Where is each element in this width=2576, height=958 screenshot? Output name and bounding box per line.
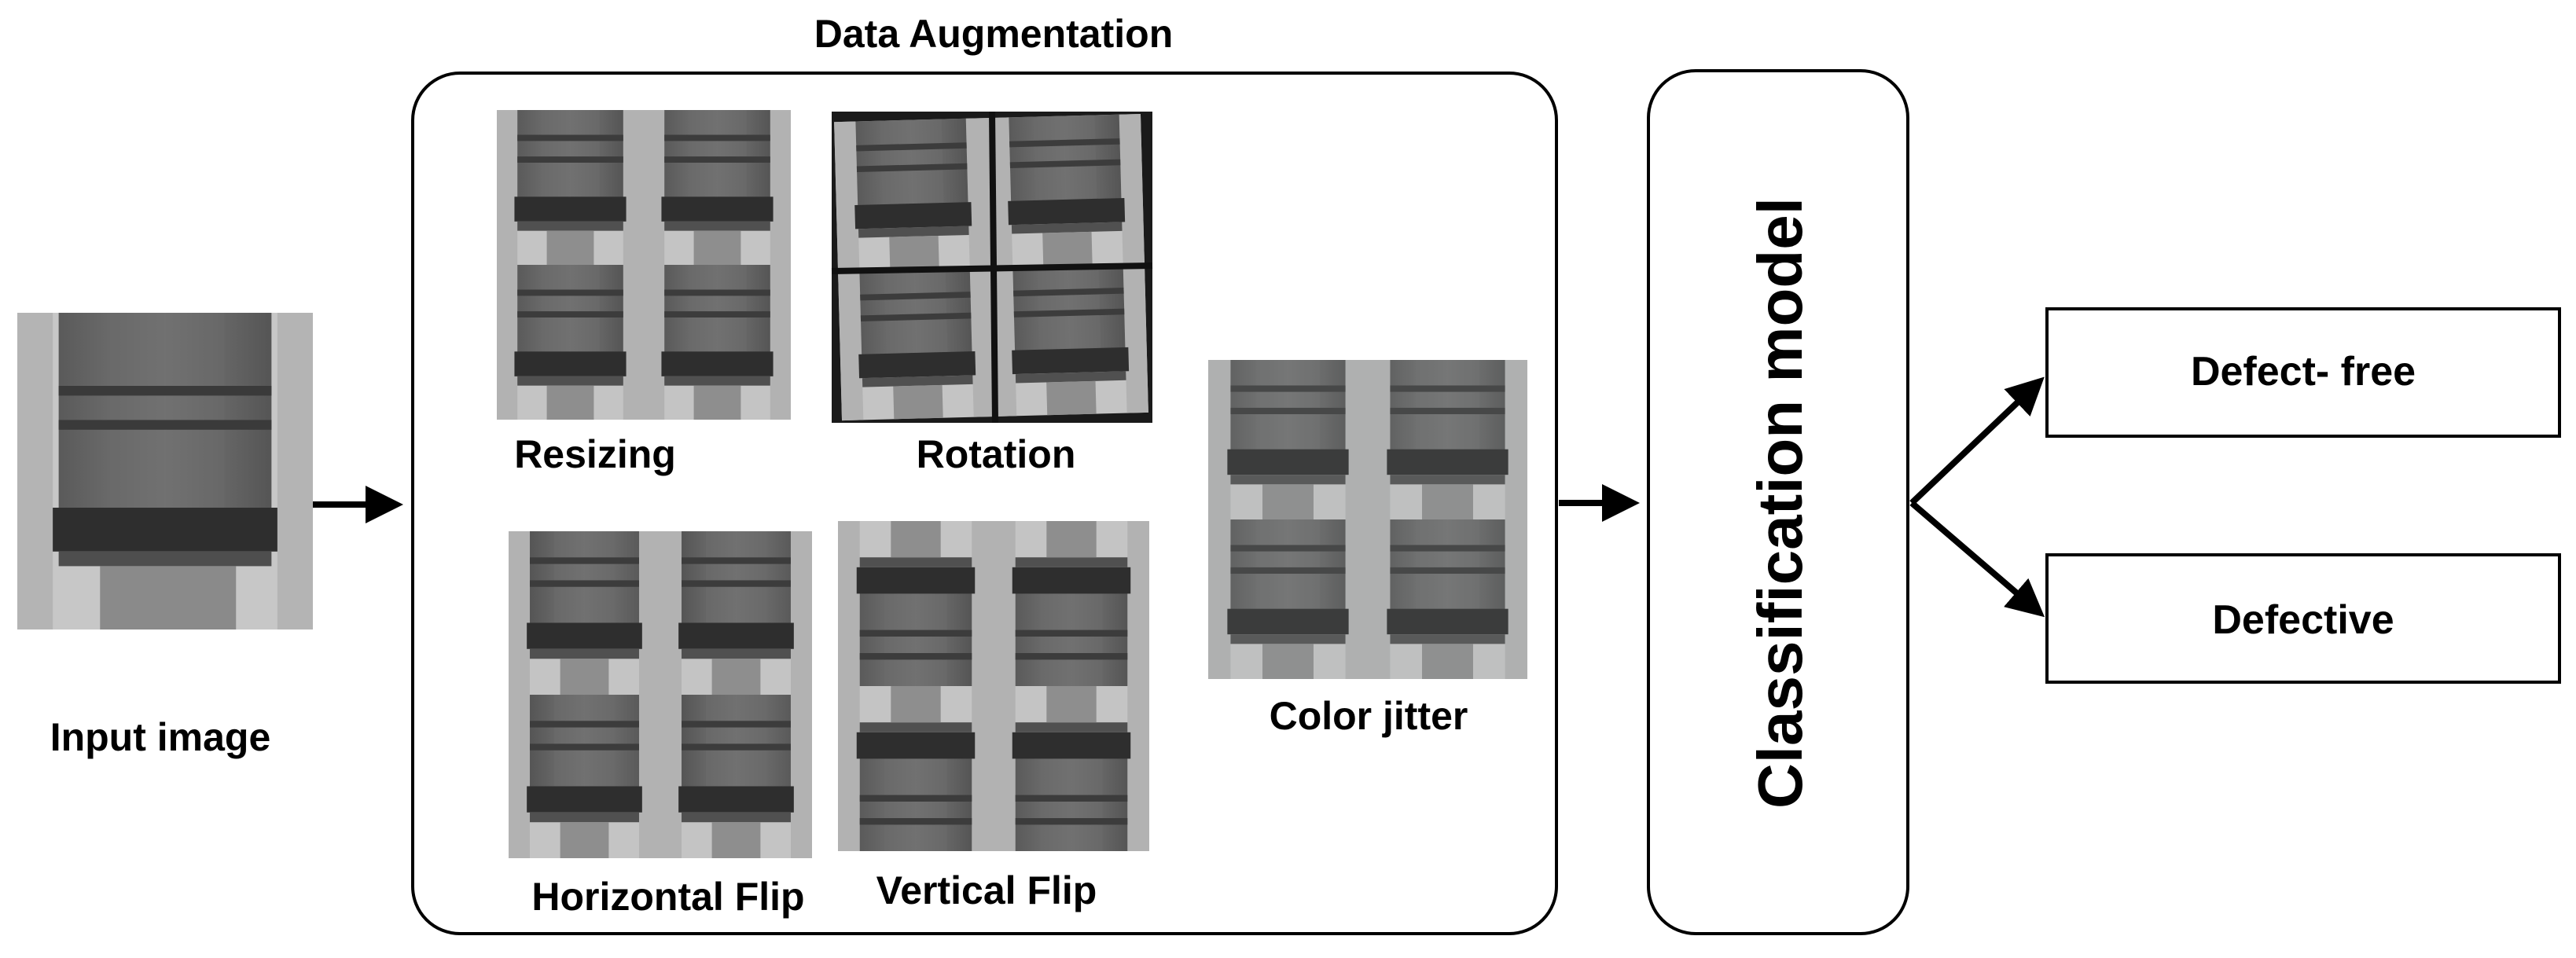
classification-model-box [1647, 69, 1909, 935]
arrow-model-to-defect-free [1909, 376, 2045, 505]
output-defective-box [2045, 553, 2561, 684]
arrow-model-to-defective [1909, 500, 2045, 618]
input-image-label: Input image [50, 715, 271, 759]
vertical-flip-image [838, 521, 1149, 851]
horizontal-flip-image [509, 531, 812, 858]
color-jitter-image [1208, 360, 1527, 679]
output-defect-free-label: Defect- free [2191, 349, 2416, 395]
rotation-image [831, 111, 1153, 424]
augmentation-title: Data Augmentation [814, 12, 1174, 56]
vertical-flip-label: Vertical Flip [876, 868, 1097, 912]
output-defective-label: Defective [2212, 597, 2394, 643]
input-image [17, 313, 313, 629]
resizing-label: Resizing [514, 432, 676, 476]
output-defect-free-box [2045, 307, 2561, 438]
horizontal-flip-label: Horizontal Flip [531, 875, 804, 919]
color-jitter-label: Color jitter [1270, 694, 1468, 738]
classification-model-label: Classification model [1745, 197, 1815, 809]
resizing-image [497, 110, 791, 420]
rotation-label: Rotation [917, 432, 1076, 476]
